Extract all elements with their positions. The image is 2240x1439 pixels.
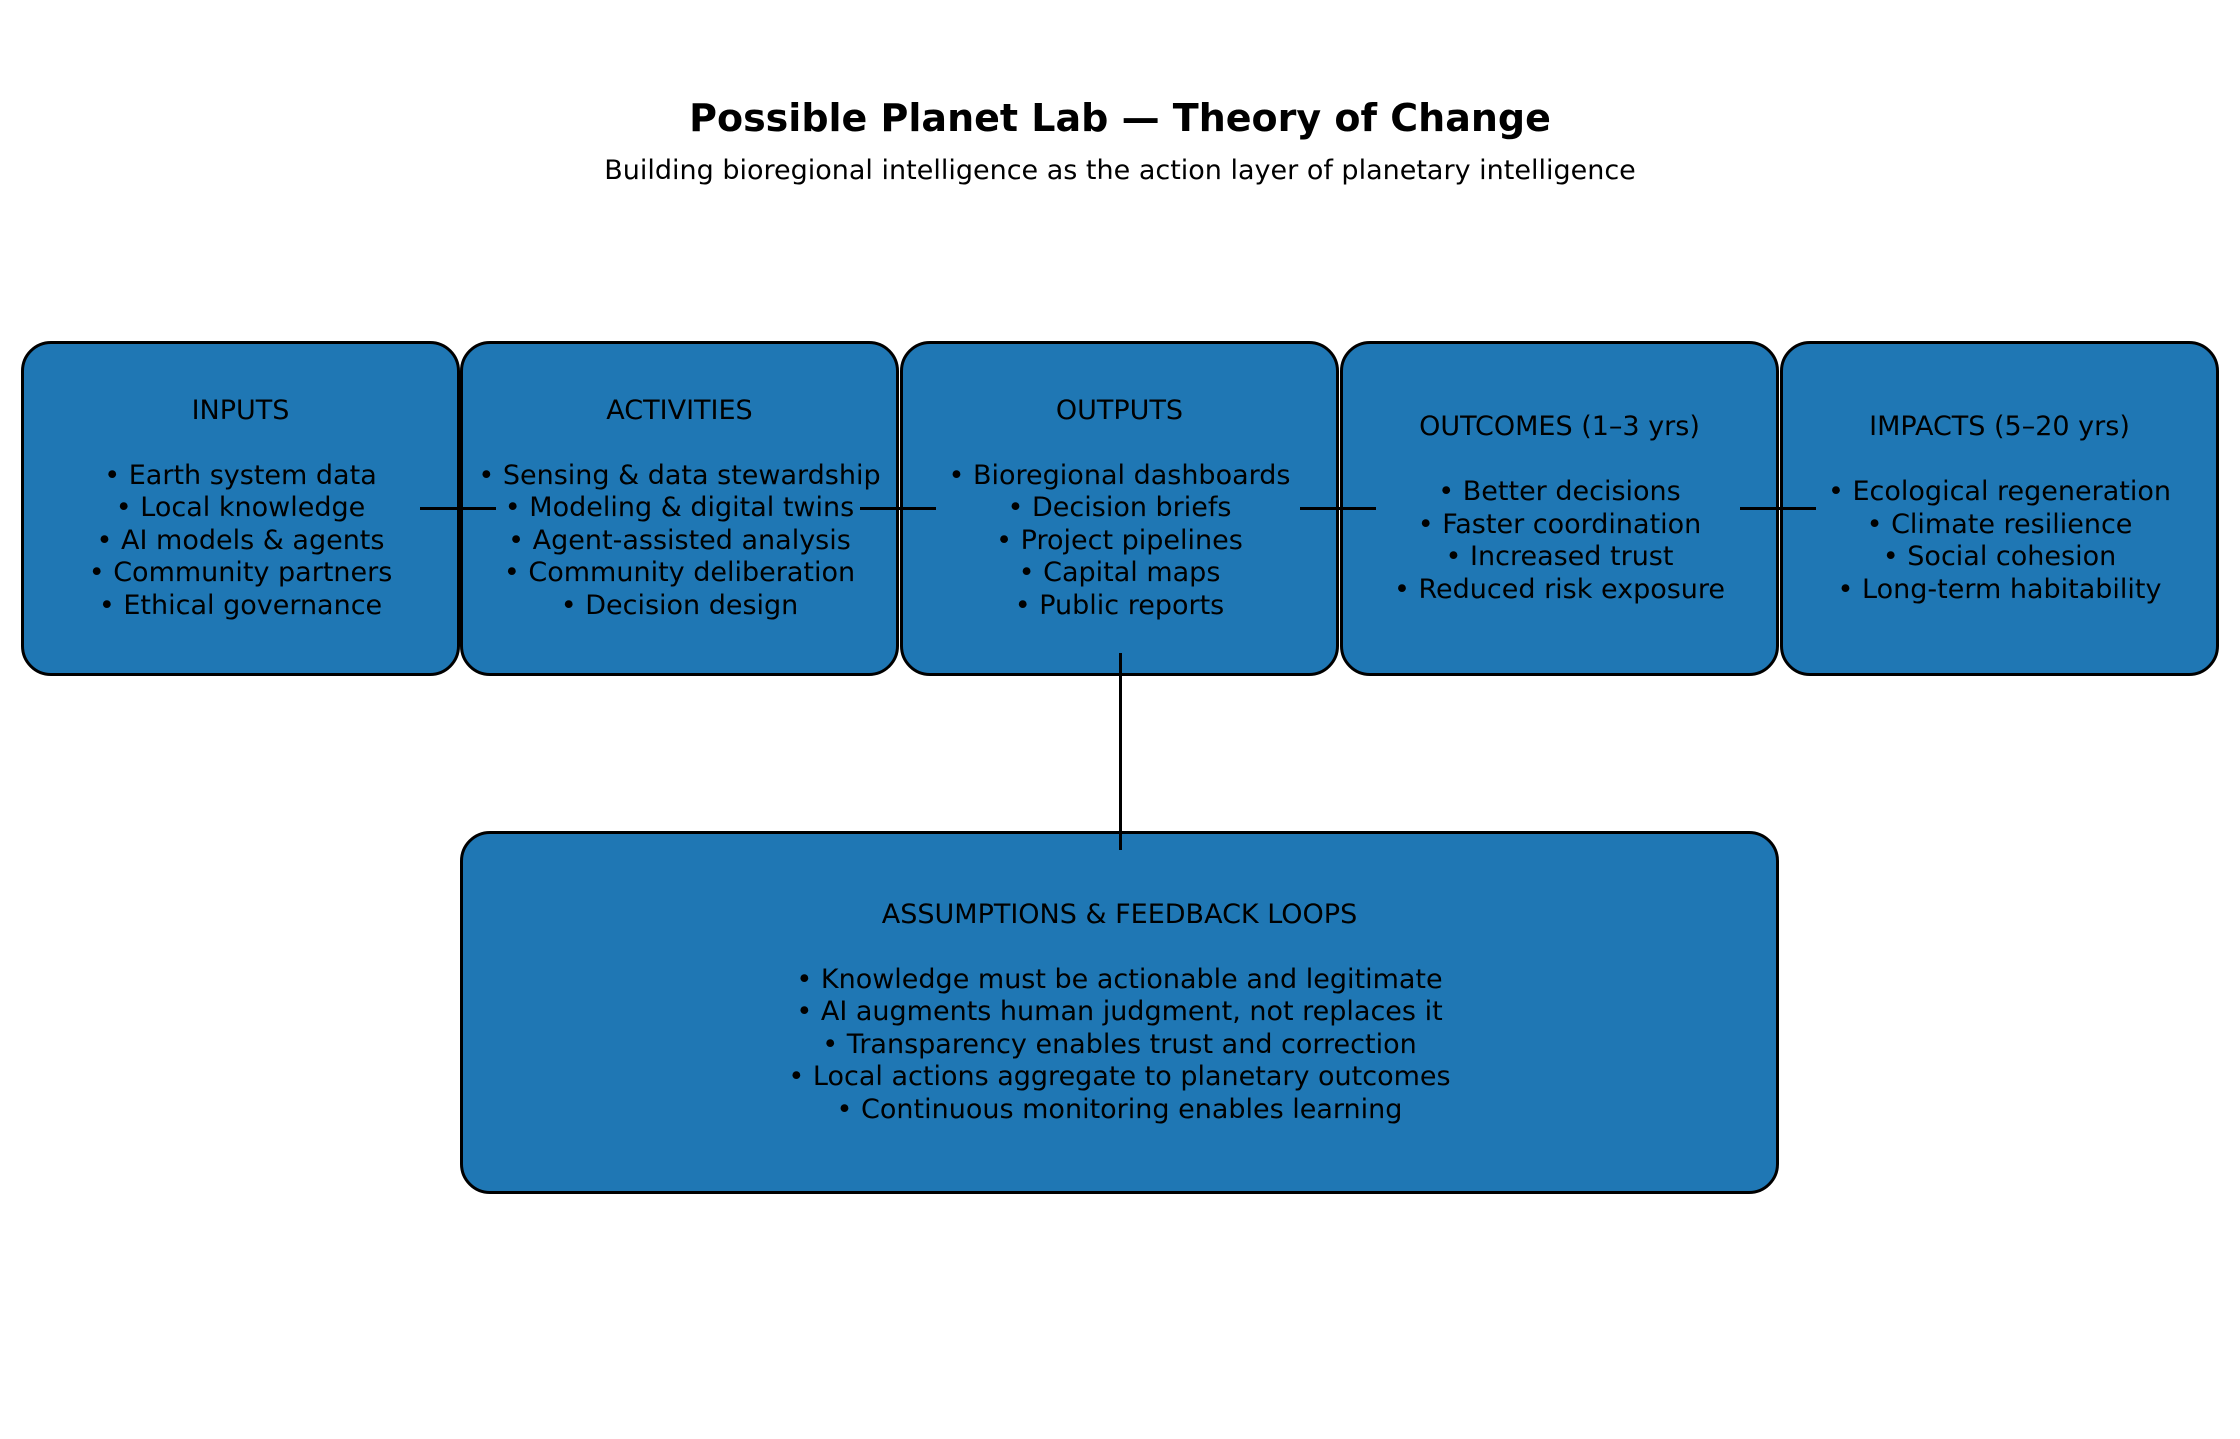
stage-heading: ACTIVITIES (606, 394, 753, 426)
stage-item: • Social cohesion (1882, 541, 2117, 572)
stage-item: • Better decisions (1438, 476, 1681, 507)
connector-inputs-activities (420, 507, 496, 510)
connector-outcomes-impacts (1740, 507, 1816, 510)
stage-item: • Decision briefs (1007, 492, 1232, 524)
stage-item: • Community deliberation (503, 557, 856, 589)
stage-box-inputs: INPUTS • Earth system data• Local knowled… (21, 341, 460, 676)
connector-outputs-assumptions (1119, 653, 1122, 850)
stage-item: • Long-term habitability (1837, 573, 2162, 605)
stage-heading: INPUTS (191, 394, 290, 426)
assumptions-box: ASSUMPTIONS & FEEDBACK LOOPS • Knowledge… (460, 831, 1779, 1194)
assumption-item: • AI augments human judgment, not replac… (796, 996, 1443, 1028)
stage-item: • Agent-assisted analysis (508, 524, 851, 556)
stage-box-outputs: OUTPUTS • Bioregional dashboards• Decisio… (900, 341, 1339, 676)
assumption-item: • Transparency enables trust and correct… (822, 1028, 1417, 1060)
stage-item: • Climate resilience (1866, 508, 2133, 540)
stage-item: • Faster coordination (1417, 508, 1702, 540)
assumptions-heading: ASSUMPTIONS & FEEDBACK LOOPS (881, 898, 1358, 930)
stage-item: • Ethical governance (98, 589, 383, 621)
diagram-subtitle: Building bioregional intelligence as the… (604, 155, 1636, 186)
stage-item: • Project pipelines (996, 524, 1243, 556)
stage-item: • Earth system data (104, 459, 377, 491)
assumption-item: • Continuous monitoring enables learning (836, 1093, 1403, 1125)
stage-item: • Capital maps (1018, 557, 1221, 589)
stage-box-activities: ACTIVITIES• Sensing & data stewardship• … (460, 341, 899, 676)
stage-item: • Local knowledge (115, 492, 366, 524)
connector-activities-outputs (860, 507, 936, 510)
diagram-title: Possible Planet Lab — Theory of Change (689, 96, 1551, 140)
stage-item: • Decision design (560, 589, 799, 621)
connector-outputs-outcomes (1300, 507, 1376, 510)
stage-item: • Modeling & digital twins (504, 492, 855, 524)
stage-item: • Bioregional dashboards (948, 459, 1291, 491)
stage-item: • Public reports (1014, 589, 1225, 621)
stage-heading: OUTCOMES (1–3 yrs) (1419, 411, 1700, 442)
stage-item: • Reduced risk exposure (1393, 573, 1726, 605)
assumption-item: • Local actions aggregate to planetary o… (788, 1061, 1451, 1093)
stage-item: • Community partners (88, 557, 393, 589)
stage-heading: OUTPUTS (1055, 394, 1184, 426)
stage-box-impacts: IMPACTS (5–20 yrs) • Ecological regenerat… (1780, 341, 2219, 676)
stage-box-outcomes: OUTCOMES (1–3 yrs) • Better decisions• Fa… (1340, 341, 1779, 676)
stage-item: • AI models & agents (96, 524, 385, 556)
assumption-item: • Knowledge must be actionable and legit… (796, 963, 1443, 995)
stage-item: • Ecological regeneration (1827, 476, 2172, 507)
stage-heading: IMPACTS (5–20 yrs) (1869, 411, 2130, 442)
stage-item: • Increased trust (1445, 541, 1674, 572)
stage-item: • Sensing & data stewardship (478, 459, 881, 491)
